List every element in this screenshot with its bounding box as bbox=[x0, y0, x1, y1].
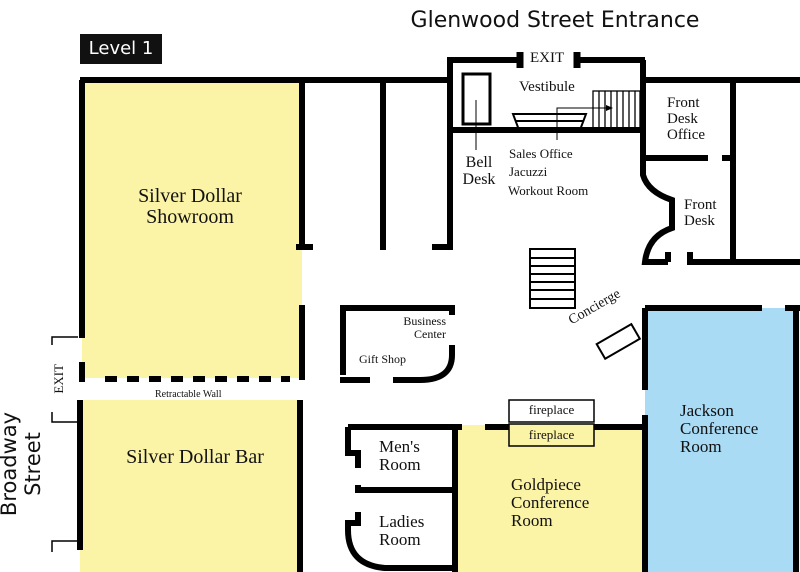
vestibule-stairs bbox=[592, 90, 641, 131]
goldpiece-room-label: Goldpiece Conference Room bbox=[511, 475, 590, 530]
retractable-wall-label: Retractable Wall bbox=[155, 389, 222, 400]
vestibule-label: Vestibule bbox=[519, 79, 575, 95]
front-desk-label: Front Desk bbox=[684, 197, 717, 229]
concierge-desk bbox=[595, 322, 642, 361]
fireplace-label-2: fireplace bbox=[528, 427, 575, 442]
ladies-room-label: Ladies Room bbox=[379, 512, 425, 549]
fireplace-label-1: fireplace bbox=[528, 402, 575, 417]
room-fill-silver-dollar-showroom[interactable] bbox=[82, 82, 302, 378]
workout-room-label: Workout Room bbox=[508, 183, 589, 198]
fireplace-goldpiece bbox=[508, 423, 595, 447]
room-fill-goldpiece[interactable] bbox=[455, 425, 645, 572]
room-fill-jackson[interactable] bbox=[645, 308, 793, 572]
exit-side-label[interactable]: EXIT bbox=[50, 364, 66, 394]
entrance-title: Glenwood Street Entrance bbox=[410, 8, 700, 33]
business-center-label: Business Center bbox=[403, 314, 446, 341]
walls bbox=[77, 52, 800, 572]
jacuzzi-label: Jacuzzi bbox=[509, 164, 548, 179]
exit-top-label[interactable]: EXIT bbox=[530, 50, 565, 66]
level-badge: Level 1 bbox=[80, 34, 162, 64]
side-exit-bracket bbox=[51, 336, 78, 552]
sales-office-label: Sales Office bbox=[509, 146, 573, 161]
gift-shop-label: Gift Shop bbox=[359, 352, 407, 366]
mens-room-label: Men's Room bbox=[379, 437, 421, 474]
silver-dollar-showroom-label: Silver Dollar Showroom bbox=[138, 185, 242, 228]
fireplace-lobby bbox=[508, 399, 595, 423]
lobby-stairs bbox=[529, 248, 576, 309]
street-label: Broadway Street bbox=[0, 411, 45, 517]
jackson-room-label: Jackson Conference Room bbox=[680, 401, 759, 456]
silver-dollar-bar-label: Silver Dollar Bar bbox=[126, 446, 264, 468]
bell-desk-label: Bell Desk bbox=[462, 154, 496, 188]
vestibule-counter bbox=[511, 113, 588, 131]
front-desk-office-label: Front Desk Office bbox=[667, 95, 706, 143]
room-fill-silver-dollar-bar[interactable] bbox=[80, 400, 300, 572]
